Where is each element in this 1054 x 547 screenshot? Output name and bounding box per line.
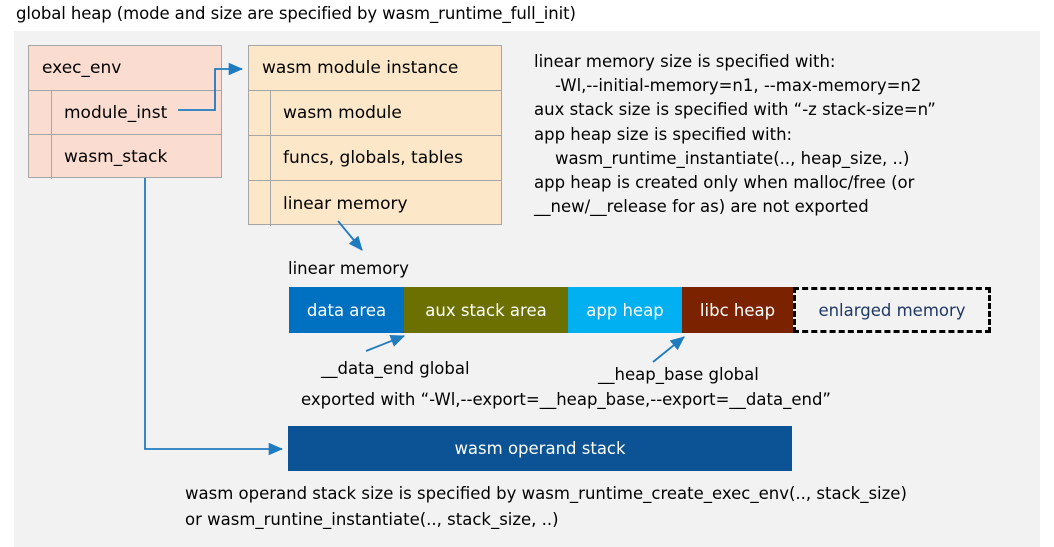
linear-memory-bar: data area aux stack area app heap libc h…	[289, 287, 991, 333]
module-instance-header-row: wasm module instance	[249, 46, 501, 91]
wasm-module-label: wasm module	[283, 103, 402, 123]
wasm-module-instance-title: wasm module instance	[262, 58, 459, 78]
linear-memory-label: linear memory	[283, 193, 408, 214]
exec-env-field-wasm-stack: wasm_stack	[29, 135, 221, 179]
module-instance-gutter	[249, 136, 271, 180]
module-instance-gutter	[249, 91, 271, 135]
exec-env-box: exec_env module_inst wasm_stack	[28, 45, 222, 179]
module-inst-label: module_inst	[64, 102, 168, 123]
exec-env-gutter	[29, 135, 52, 179]
memory-segment-label: app heap	[586, 300, 664, 320]
wasm-operand-stack-box: wasm operand stack	[288, 426, 792, 471]
diagram-title: global heap (mode and size are specified…	[16, 4, 576, 23]
exec-env-header-row: exec_env	[29, 46, 221, 91]
exec-env-field-module-inst: module_inst	[29, 91, 221, 135]
operand-stack-footnote: wasm operand stack size is specified by …	[185, 484, 907, 529]
exec-env-title: exec_env	[42, 58, 122, 78]
module-instance-field-linear-memory: linear memory	[249, 181, 501, 226]
memory-segment-label: data area	[306, 300, 387, 320]
memory-segment-label: libc heap	[699, 300, 776, 320]
wasm-module-instance-box: wasm module instance wasm module funcs, …	[248, 45, 502, 226]
data-end-global-label: __data_end global	[321, 359, 470, 378]
memory-size-note: linear memory size is specified with: -W…	[534, 52, 936, 217]
memory-segment-libc-heap[interactable]: libc heap	[682, 287, 793, 333]
wasm-stack-label: wasm_stack	[64, 147, 168, 167]
module-instance-field-wasm-module: wasm module	[249, 91, 501, 136]
module-instance-field-funcs-globals-tables: funcs, globals, tables	[249, 136, 501, 181]
memory-segment-label: aux stack area	[425, 300, 547, 320]
exported-with-label: exported with “-Wl,--export=__heap_base,…	[301, 390, 831, 409]
memory-segment-enlarged-memory[interactable]: enlarged memory	[793, 287, 991, 333]
funcs-globals-tables-label: funcs, globals, tables	[283, 148, 463, 168]
memory-segment-data-area[interactable]: data area	[289, 287, 404, 333]
memory-segment-aux-stack-area[interactable]: aux stack area	[404, 287, 568, 333]
linear-memory-caption: linear memory	[288, 259, 409, 278]
wasm-operand-stack-label: wasm operand stack	[454, 439, 626, 458]
heap-base-global-label: __heap_base global	[598, 365, 759, 384]
module-instance-gutter	[249, 181, 271, 226]
exec-env-gutter	[29, 91, 52, 134]
memory-segment-label: enlarged memory	[818, 300, 966, 320]
memory-segment-app-heap[interactable]: app heap	[568, 287, 682, 333]
